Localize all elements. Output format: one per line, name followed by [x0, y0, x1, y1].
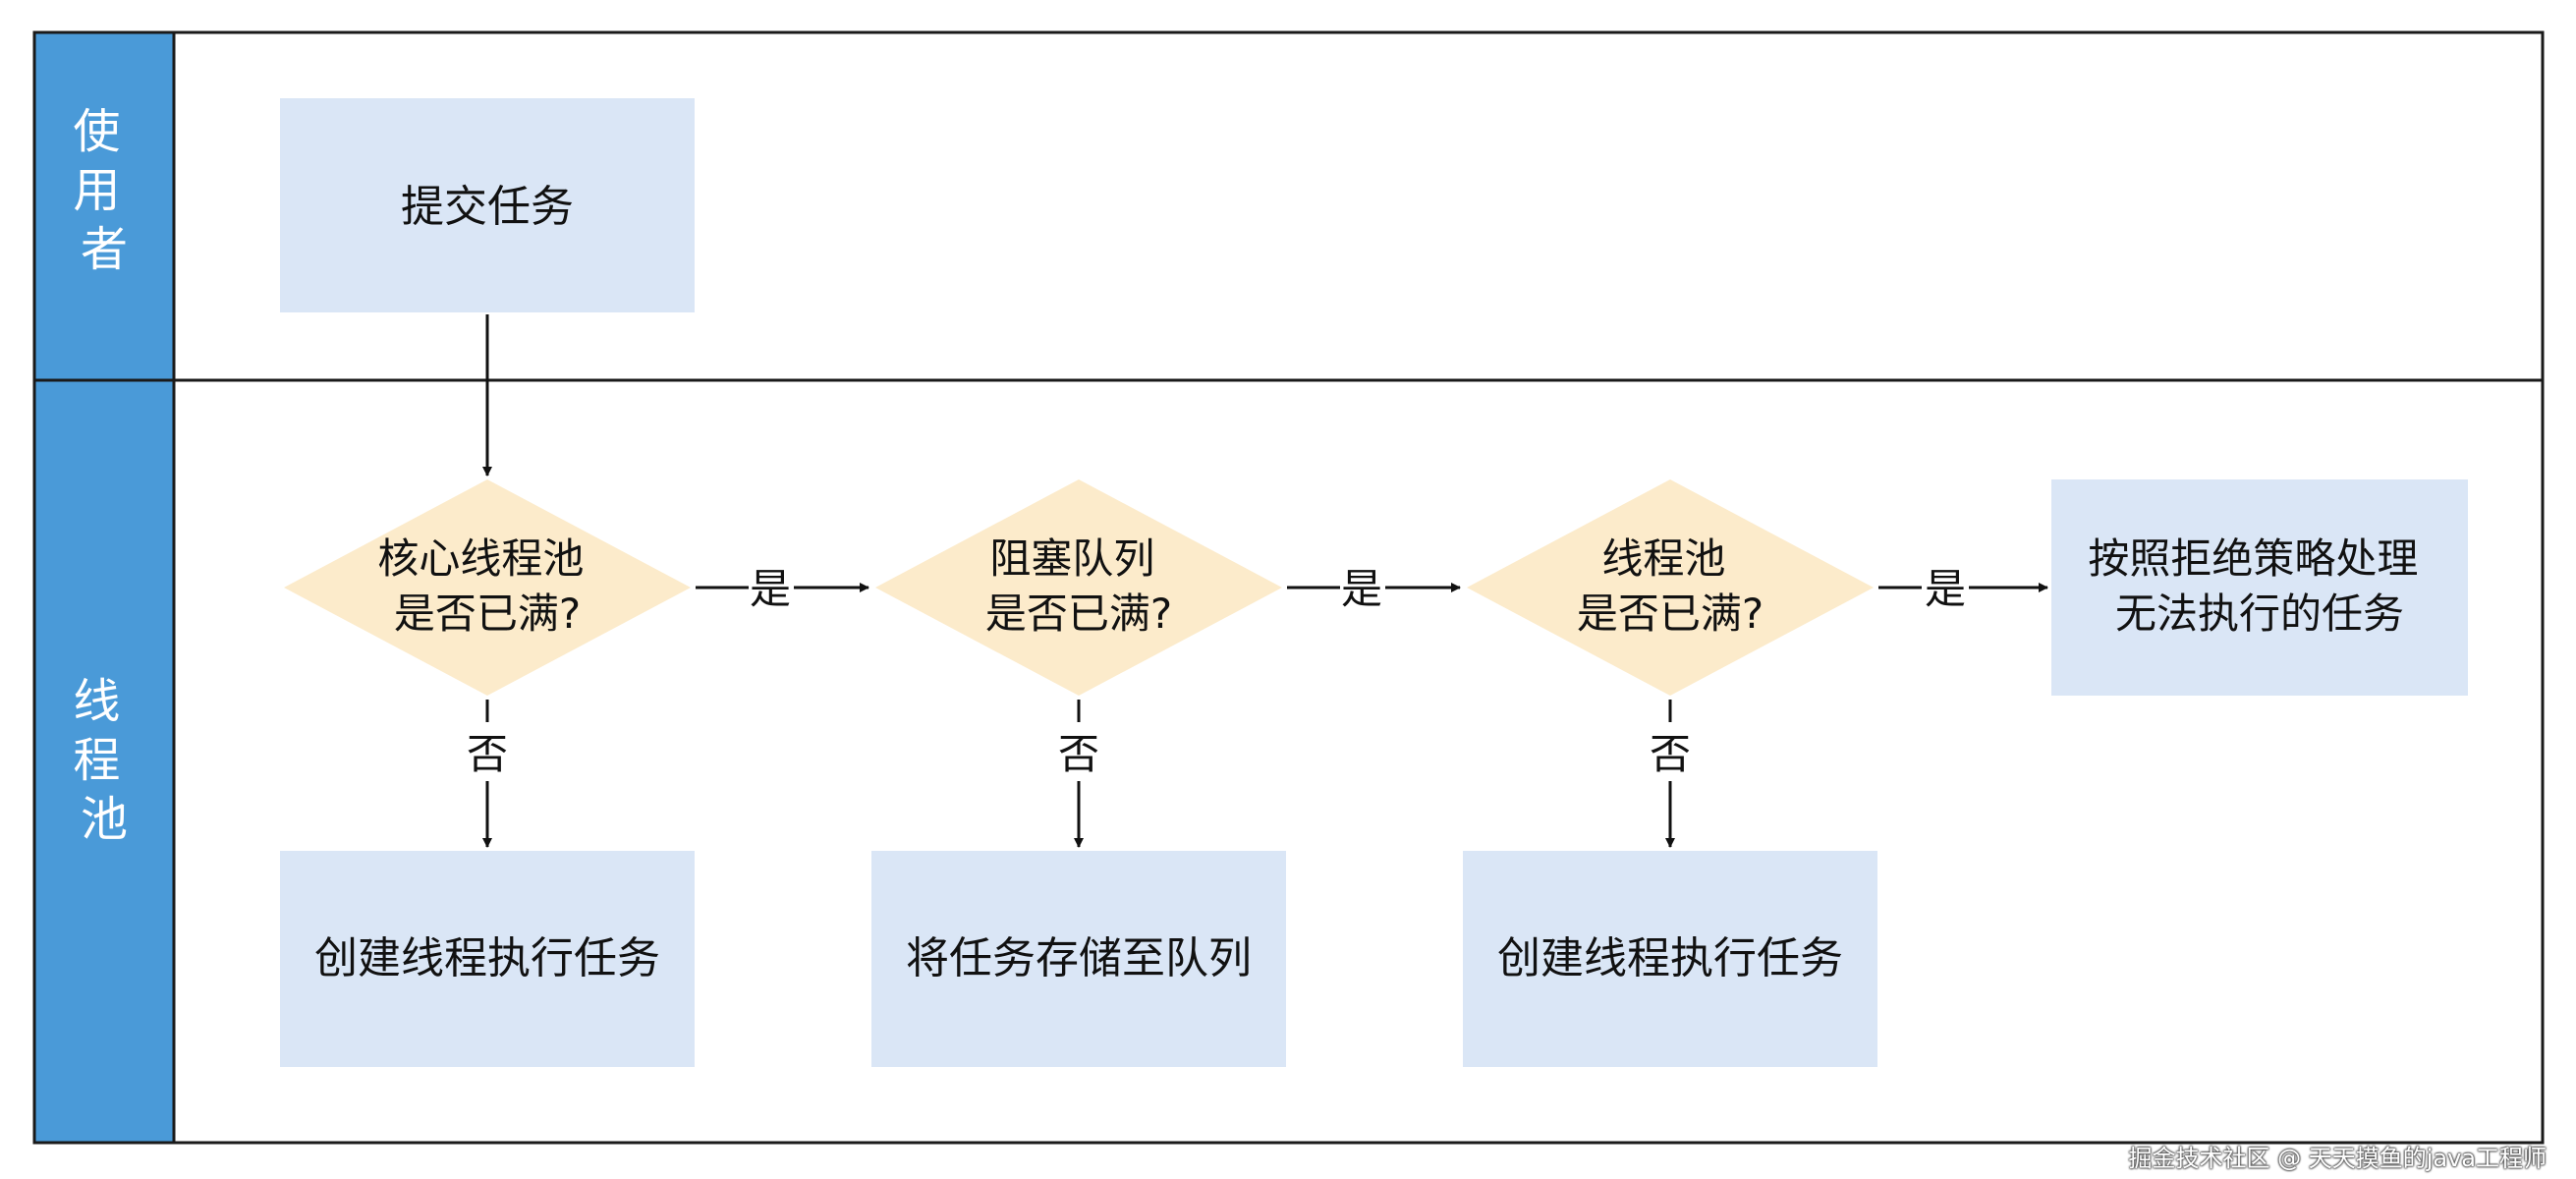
edge-label-core-no: 否 — [467, 730, 508, 778]
process-submit-task — [280, 98, 695, 312]
process-create-thread-2-label: 创建线程执行任务 — [1497, 933, 1843, 983]
decision-core-pool-full-line1: 核心线程池 — [377, 534, 584, 583]
watermark: 掘金技术社区 @ 天天摸鱼的java工程师 — [2128, 1145, 2547, 1172]
decision-core-pool-full — [284, 479, 691, 696]
edge-label-core-yes: 是 — [750, 565, 791, 613]
process-create-thread-2 — [1463, 851, 1877, 1067]
process-store-in-queue-label: 将任务存储至队列 — [906, 933, 1252, 983]
process-store-in-queue — [871, 851, 1286, 1067]
edge-label-queue-yes: 是 — [1341, 565, 1382, 613]
edge-label-pool-yes: 是 — [1925, 565, 1966, 613]
decision-core-pool-full-label: 核心线程池 是否已满? — [377, 534, 596, 638]
lane-label-pool-char-3: 池 — [81, 792, 128, 847]
process-reject-policy — [2051, 479, 2468, 696]
decision-pool-full — [1467, 479, 1874, 696]
decision-core-pool-full-line2: 是否已满? — [394, 590, 581, 638]
edge-label-queue-no: 否 — [1058, 730, 1099, 778]
process-create-thread-1 — [280, 851, 695, 1067]
decision-queue-full — [875, 479, 1282, 696]
lane-label-pool-char-2: 程 — [73, 733, 120, 788]
lane-header-pool — [32, 378, 176, 1145]
process-reject-policy-line2: 无法执行的任务 — [2115, 590, 2404, 638]
process-reject-policy-line1: 按照拒绝策略处理 — [2088, 534, 2418, 583]
lane-label-user-char-1: 使 — [73, 104, 120, 159]
edge-label-pool-no: 否 — [1650, 730, 1691, 778]
lane-label-user-char-2: 用 — [73, 163, 120, 218]
lane-label-pool-char-1: 线 — [73, 674, 120, 729]
decision-pool-full-label: 线程池 是否已满? — [1577, 534, 1764, 638]
decision-pool-full-line1: 线程池 — [1601, 534, 1725, 583]
decision-queue-full-label: 阻塞队列 是否已满? — [985, 534, 1172, 638]
process-reject-policy-label: 按照拒绝策略处理 无法执行的任务 — [2088, 534, 2431, 638]
lane-label-user-char-3: 者 — [81, 222, 128, 277]
decision-queue-full-line1: 阻塞队列 — [989, 534, 1154, 583]
decision-queue-full-line2: 是否已满? — [985, 590, 1172, 638]
lane-label-user: 使 用 者 — [73, 104, 135, 277]
lane-label-pool: 线 程 池 — [73, 674, 135, 847]
process-submit-task-label: 提交任务 — [401, 182, 574, 232]
decision-pool-full-line2: 是否已满? — [1577, 590, 1764, 638]
process-create-thread-1-label: 创建线程执行任务 — [314, 933, 660, 983]
lane-header-user — [32, 30, 176, 382]
